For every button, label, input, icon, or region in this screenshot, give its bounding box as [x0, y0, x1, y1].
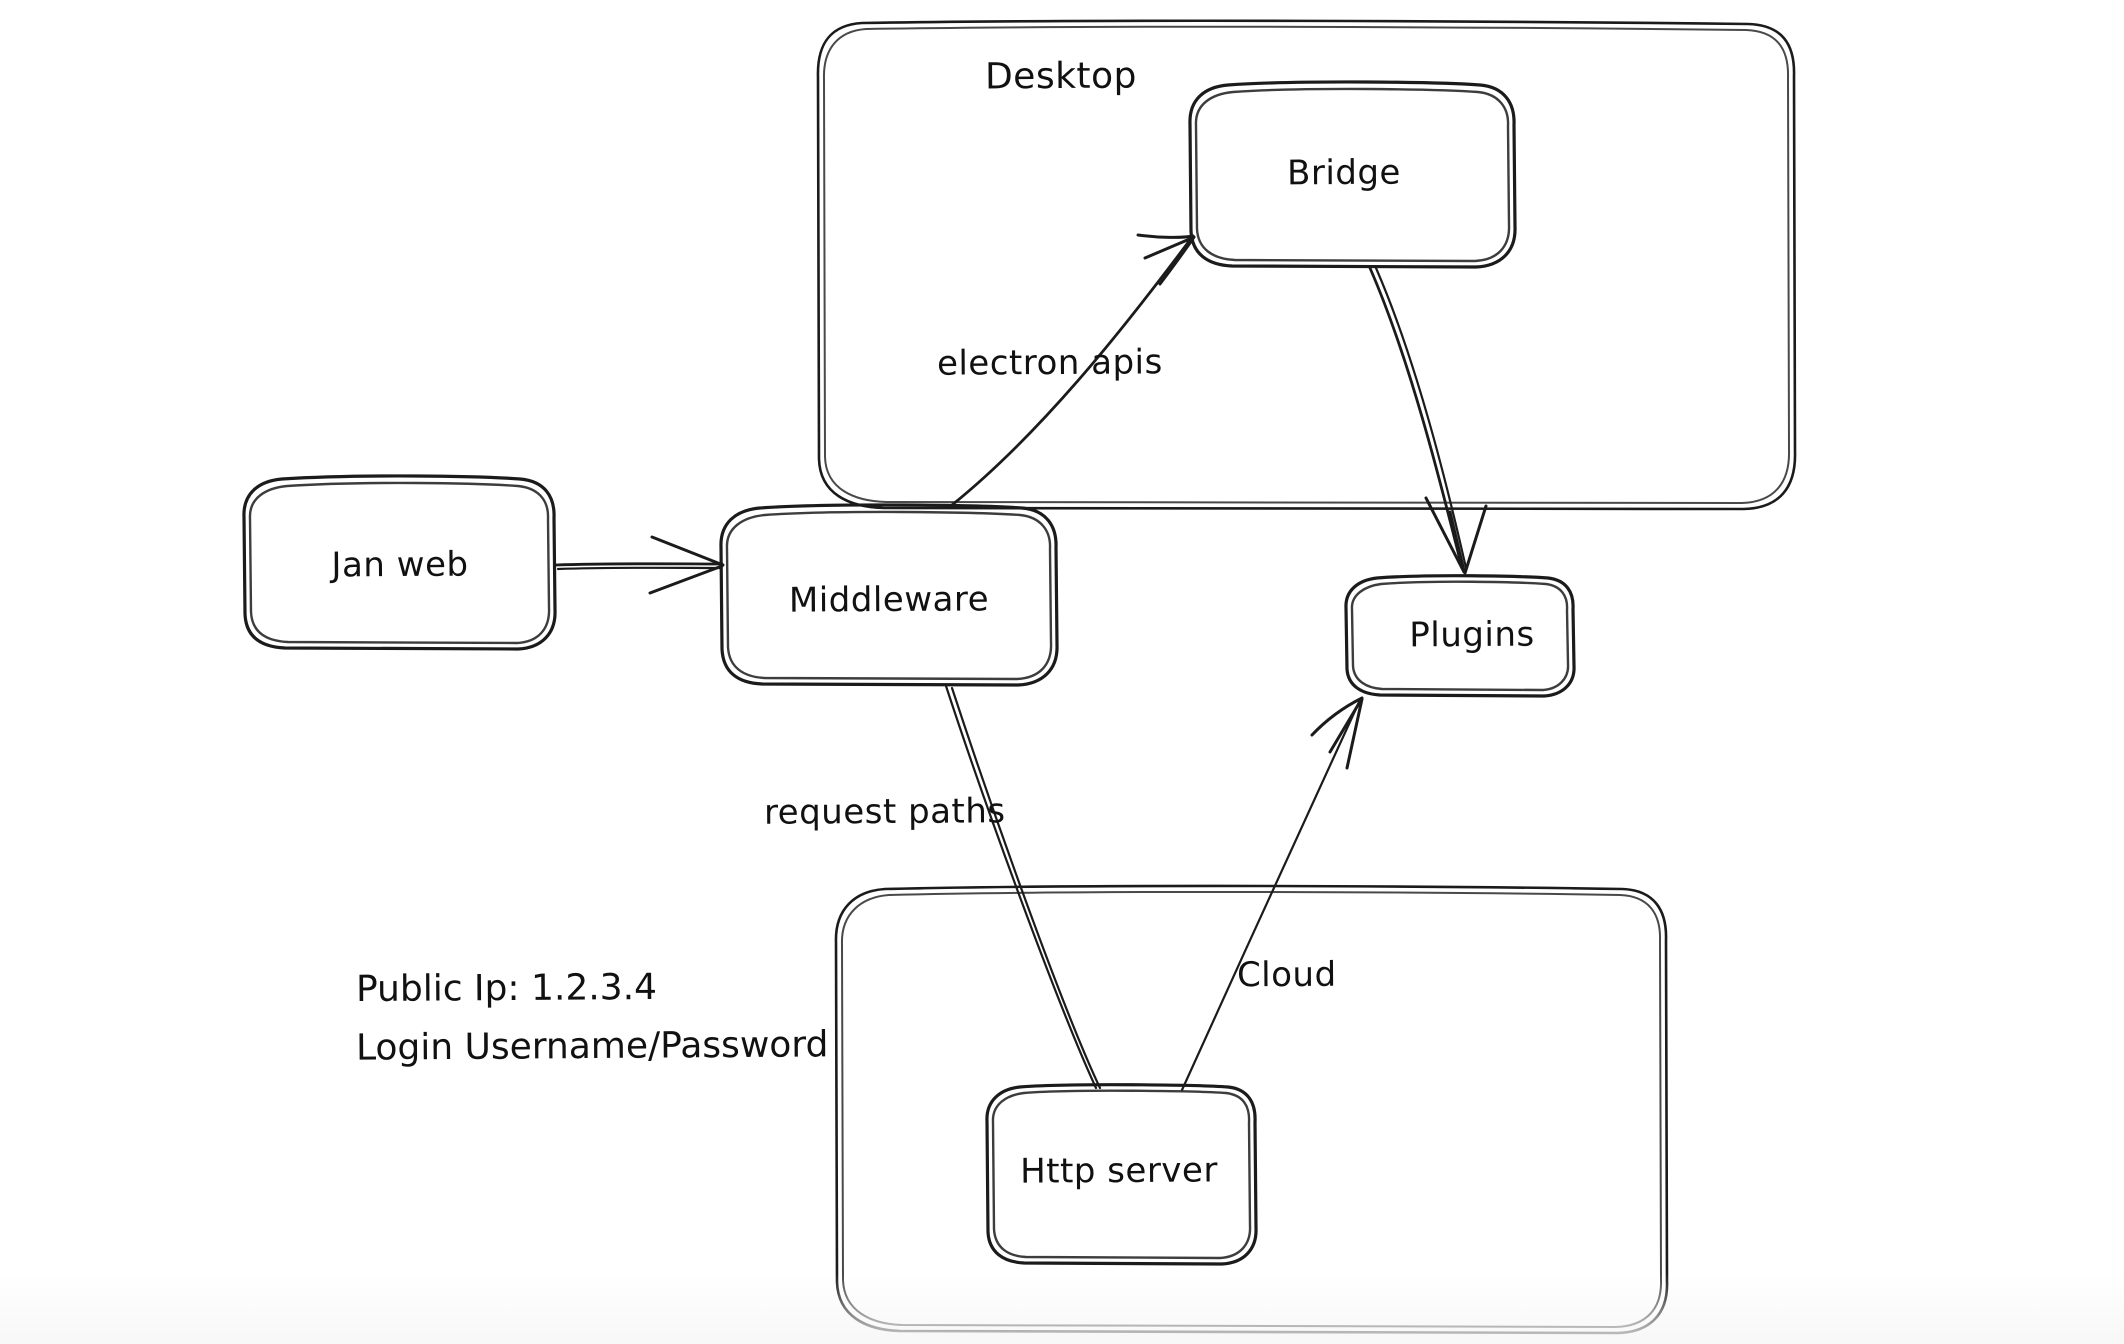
node-label-middleware: Middleware: [788, 579, 990, 621]
node-label-jan-web: Jan web: [331, 544, 469, 586]
node-plugins-shape: [1344, 574, 1576, 698]
node-label-http-server: Http server: [1020, 1150, 1218, 1192]
container-cloud-shape: [834, 884, 1669, 1335]
note-public-ip: Public Ip: 1.2.3.4: [355, 966, 658, 1011]
node-middleware-shape: [719, 503, 1059, 687]
edge-httpserver-plugins: [1180, 696, 1364, 1092]
edge-middleware-bridge: [950, 233, 1196, 507]
edge-bridge-plugins: [1368, 266, 1488, 575]
node-label-plugins: Plugins: [1409, 614, 1535, 656]
edge-label-electron-apis: electron apis: [936, 342, 1163, 384]
container-label-desktop: Desktop: [984, 55, 1138, 98]
edge-janweb-middleware: [554, 535, 725, 595]
node-jan-web-shape: [242, 474, 557, 651]
edge-label-request-paths: request paths: [763, 791, 1006, 833]
node-label-bridge: Bridge: [1286, 152, 1402, 194]
container-desktop-shape: [816, 19, 1797, 511]
edge-middleware-httpserver: [944, 684, 1102, 1090]
edge-label-cloud: Cloud: [1236, 954, 1337, 996]
note-login-credentials: Login Username/Password: [355, 1024, 829, 1069]
node-http-server-shape: [985, 1083, 1258, 1266]
node-bridge-shape: [1188, 80, 1517, 269]
